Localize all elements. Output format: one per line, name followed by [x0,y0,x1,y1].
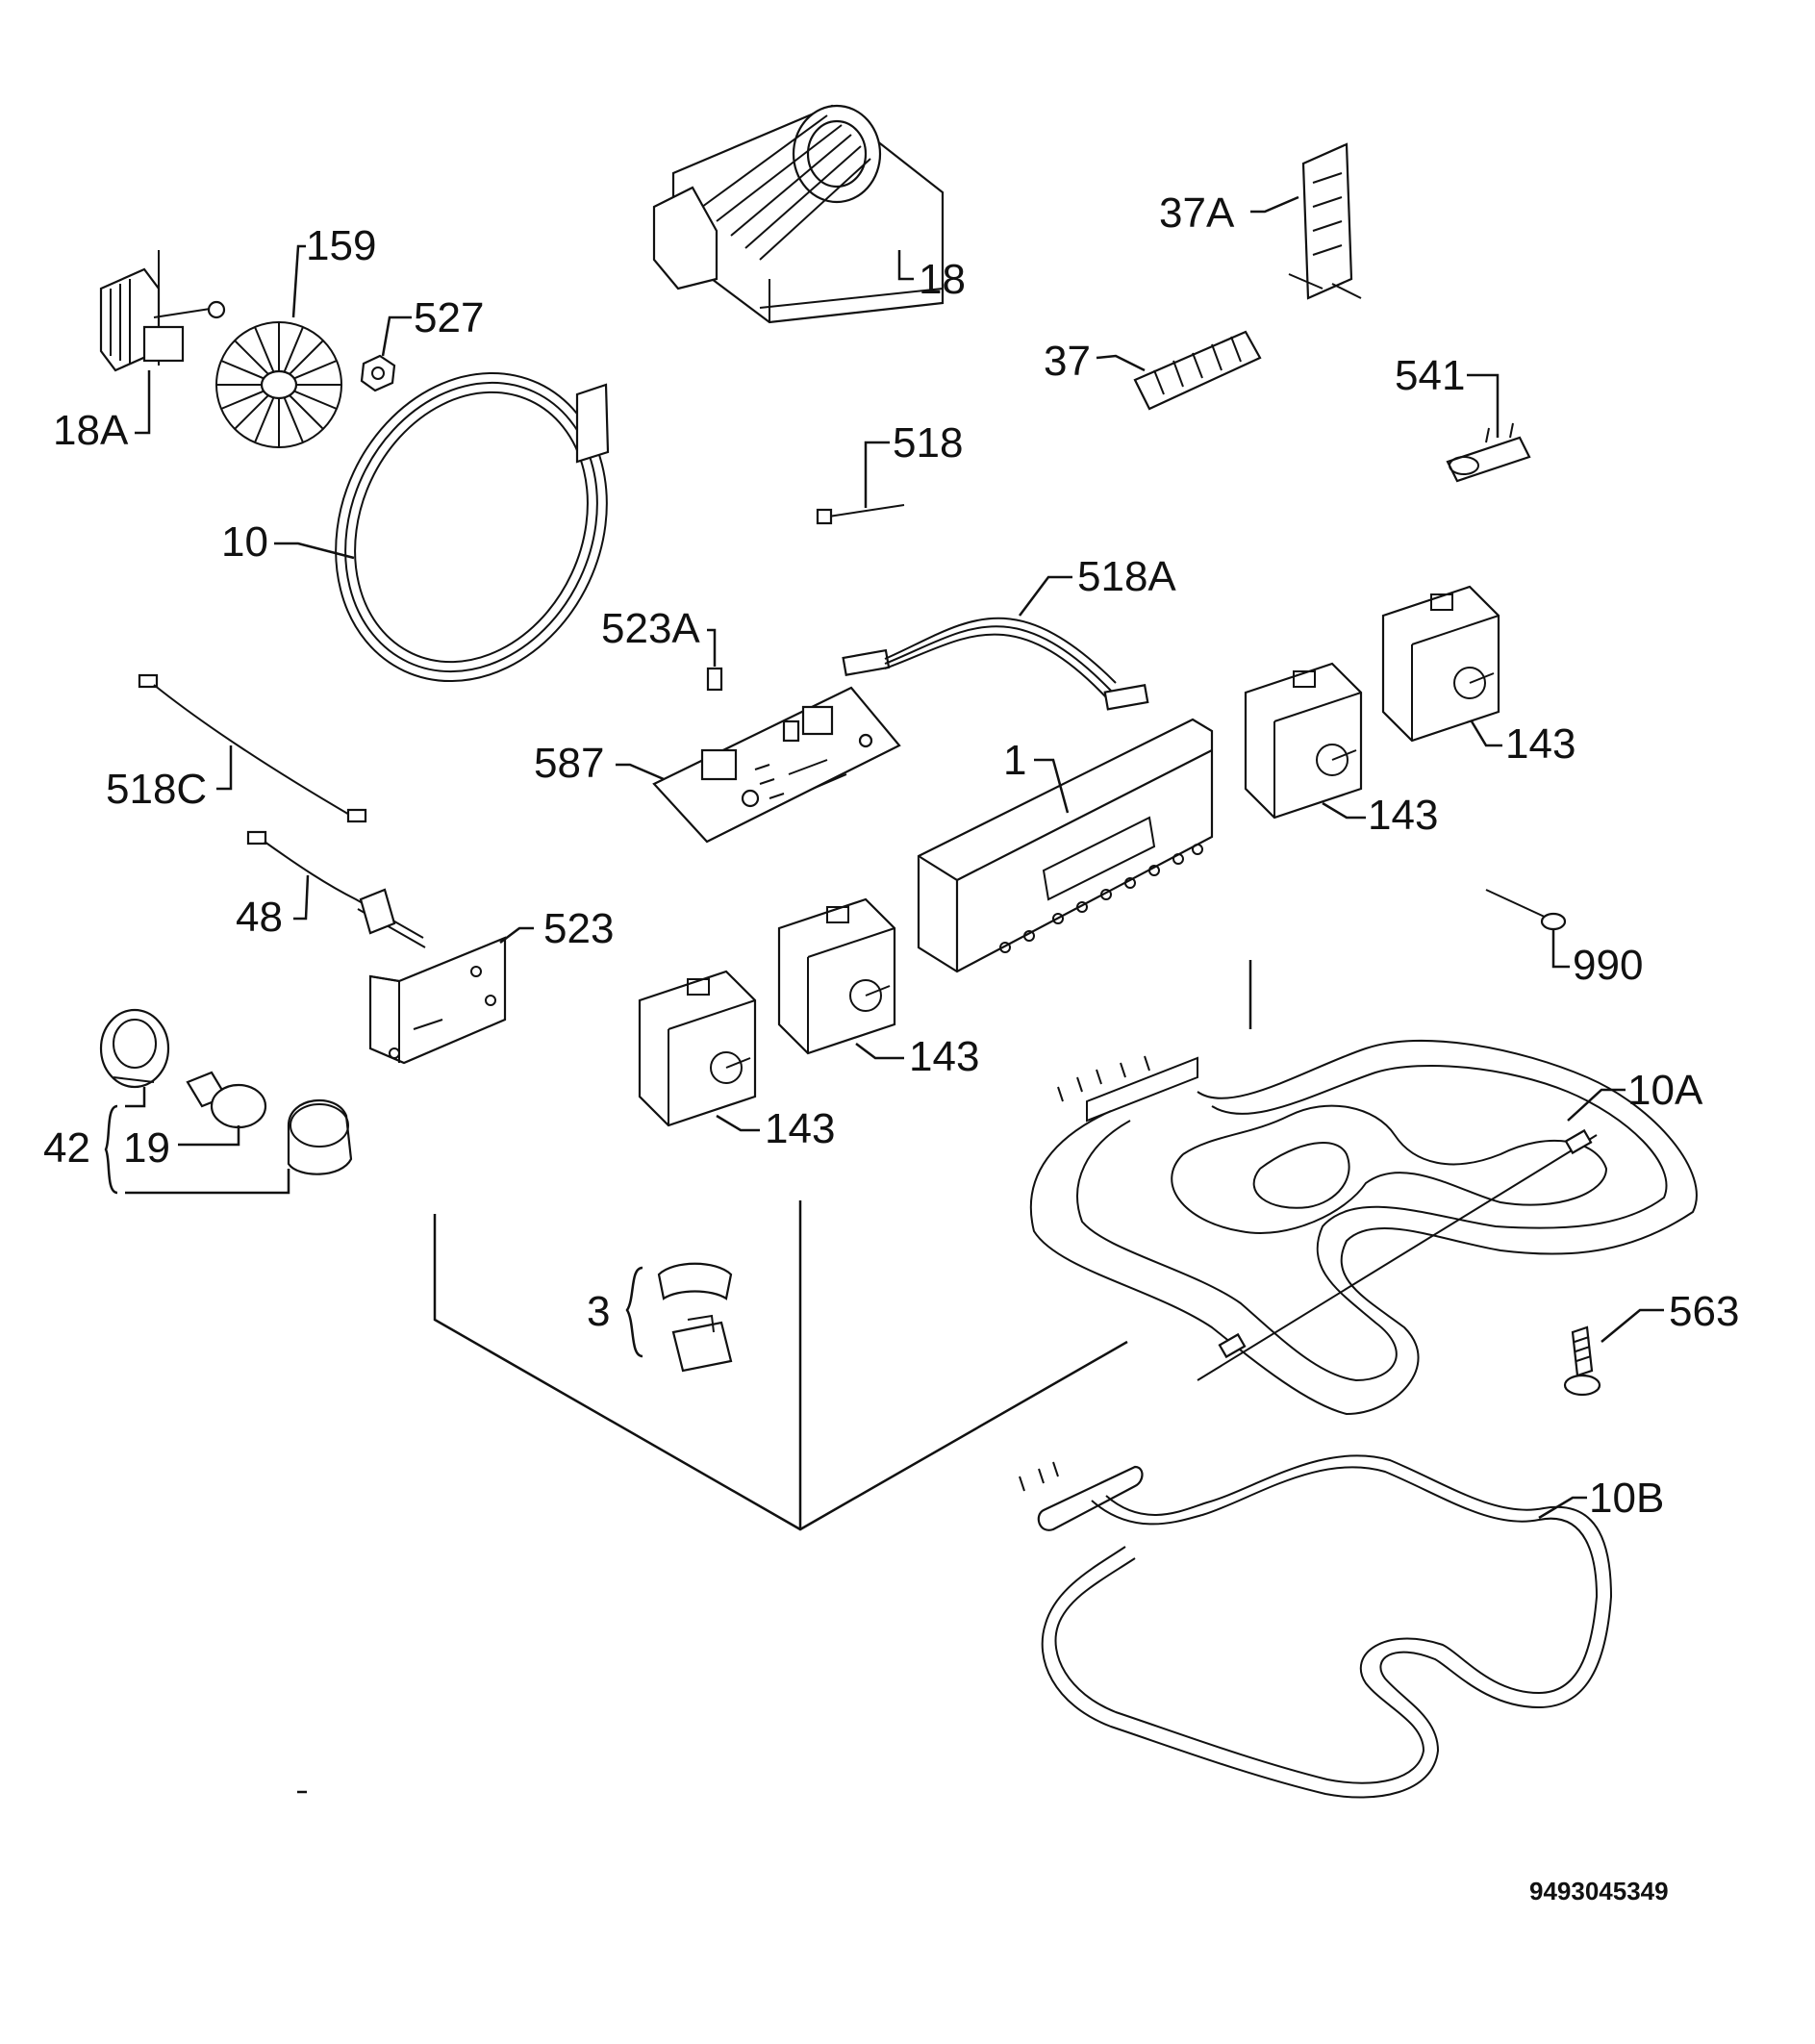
leader-518 [864,441,890,508]
label-159: 159 [306,222,376,269]
label-18: 18 [919,256,966,303]
label-527: 527 [414,294,484,341]
leader-37 [1096,354,1146,372]
label-37A: 37A [1159,189,1235,237]
label-523A: 523A [601,605,700,652]
ribbon-cable-518a[interactable] [842,617,1149,711]
label-19: 19 [123,1124,170,1172]
screw-563[interactable] [1563,1325,1601,1397]
fuse-523a[interactable] [706,667,723,692]
label-3: 3 [587,1288,610,1335]
leader-42-holder [125,1087,146,1108]
leader-18 [897,250,914,281]
leader-143-c [855,1043,904,1060]
leader-143-a [1322,801,1366,820]
label-541: 541 [1395,352,1465,399]
label-518C: 518C [106,766,207,813]
leader-563 [1601,1308,1664,1343]
leader-37A [1250,195,1299,214]
wire-518c[interactable] [138,673,367,823]
leader-48 [293,874,310,921]
fan-motor[interactable] [99,250,226,372]
label-563: 563 [1669,1288,1739,1335]
leader-143-b [1470,720,1502,747]
temperature-sensor-48[interactable] [246,830,426,948]
lamp-holder-42[interactable] [99,1008,170,1089]
leader-523 [499,926,534,944]
leader-1 [1034,758,1070,814]
panel-buttons [999,844,1203,953]
selector-switch-143-d[interactable] [638,970,757,1127]
fan-blade[interactable] [215,321,342,448]
leader-10A [1567,1088,1626,1122]
brace-3 [625,1266,643,1358]
circuit-board-587[interactable] [652,686,901,844]
label-143-d: 143 [765,1105,835,1152]
label-1: 1 [1003,737,1026,784]
grill-element-10a[interactable] [1029,1040,1698,1416]
oven-cavity-outline [433,960,1252,1531]
mounting-bracket-523[interactable] [368,936,507,1065]
leader-18A [135,370,151,435]
label-990: 990 [1573,942,1643,989]
circular-heating-element[interactable] [287,328,656,725]
leader-42-cover [125,1169,290,1195]
label-42: 42 [43,1124,90,1172]
label-10: 10 [221,518,268,566]
leader-143-d [716,1114,760,1132]
leader-990 [1551,928,1570,969]
lamp-cover-42[interactable] [287,1098,353,1175]
leader-518A [1019,575,1072,617]
document-number: 9493045349 [1529,1877,1669,1905]
leader-10B [1538,1496,1587,1520]
leader-523A [707,628,717,667]
leader-541 [1467,373,1500,438]
label-37: 37 [1044,338,1091,385]
selector-switch-143-b[interactable] [1381,585,1500,743]
leader-527 [381,315,412,357]
connector-strip-37[interactable] [1133,330,1262,411]
leader-587 [616,763,665,781]
leader-19 [178,1125,240,1147]
leader-10 [274,542,355,560]
lamp-bulb-19[interactable] [186,1071,267,1129]
label-10B: 10B [1589,1475,1664,1522]
selector-switch-143-c[interactable] [777,897,896,1055]
label-523: 523 [543,905,614,952]
control-panel-1[interactable] [917,718,1214,973]
label-48: 48 [236,894,283,941]
label-143-a: 143 [1368,792,1438,839]
label-143-b: 143 [1505,720,1576,768]
terminal-block-37a[interactable] [1288,142,1362,300]
label-143-c: 143 [909,1033,979,1080]
label-518: 518 [893,419,963,467]
label-587: 587 [534,740,604,787]
leader-518C [216,745,233,791]
bottom-element-10b[interactable] [1019,1454,1613,1799]
cable-clamp-541[interactable] [1446,422,1531,483]
wire-518[interactable] [816,504,905,525]
label-10A: 10A [1627,1067,1703,1114]
brace-42 [104,1104,118,1195]
fan-nut[interactable] [360,354,396,392]
selector-switch-143-a[interactable] [1244,662,1363,820]
label-518A: 518A [1077,553,1176,600]
label-18A: 18A [53,407,129,454]
sensor-wire-990[interactable] [1485,889,1567,931]
leader-159 [291,244,306,318]
hinge-clip-3[interactable] [657,1262,733,1373]
tangential-fan[interactable] [652,104,945,324]
